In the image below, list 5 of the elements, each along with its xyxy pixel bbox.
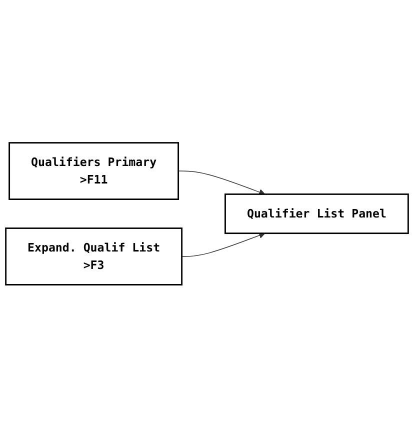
arrow (178, 170, 266, 196)
node-box: Qualifiers Primary >F11 (8, 142, 180, 200)
node-box: Expand. Qualif List >F3 (5, 228, 183, 286)
arrow (181, 232, 266, 258)
node-box: Qualifier List Panel (224, 194, 409, 234)
